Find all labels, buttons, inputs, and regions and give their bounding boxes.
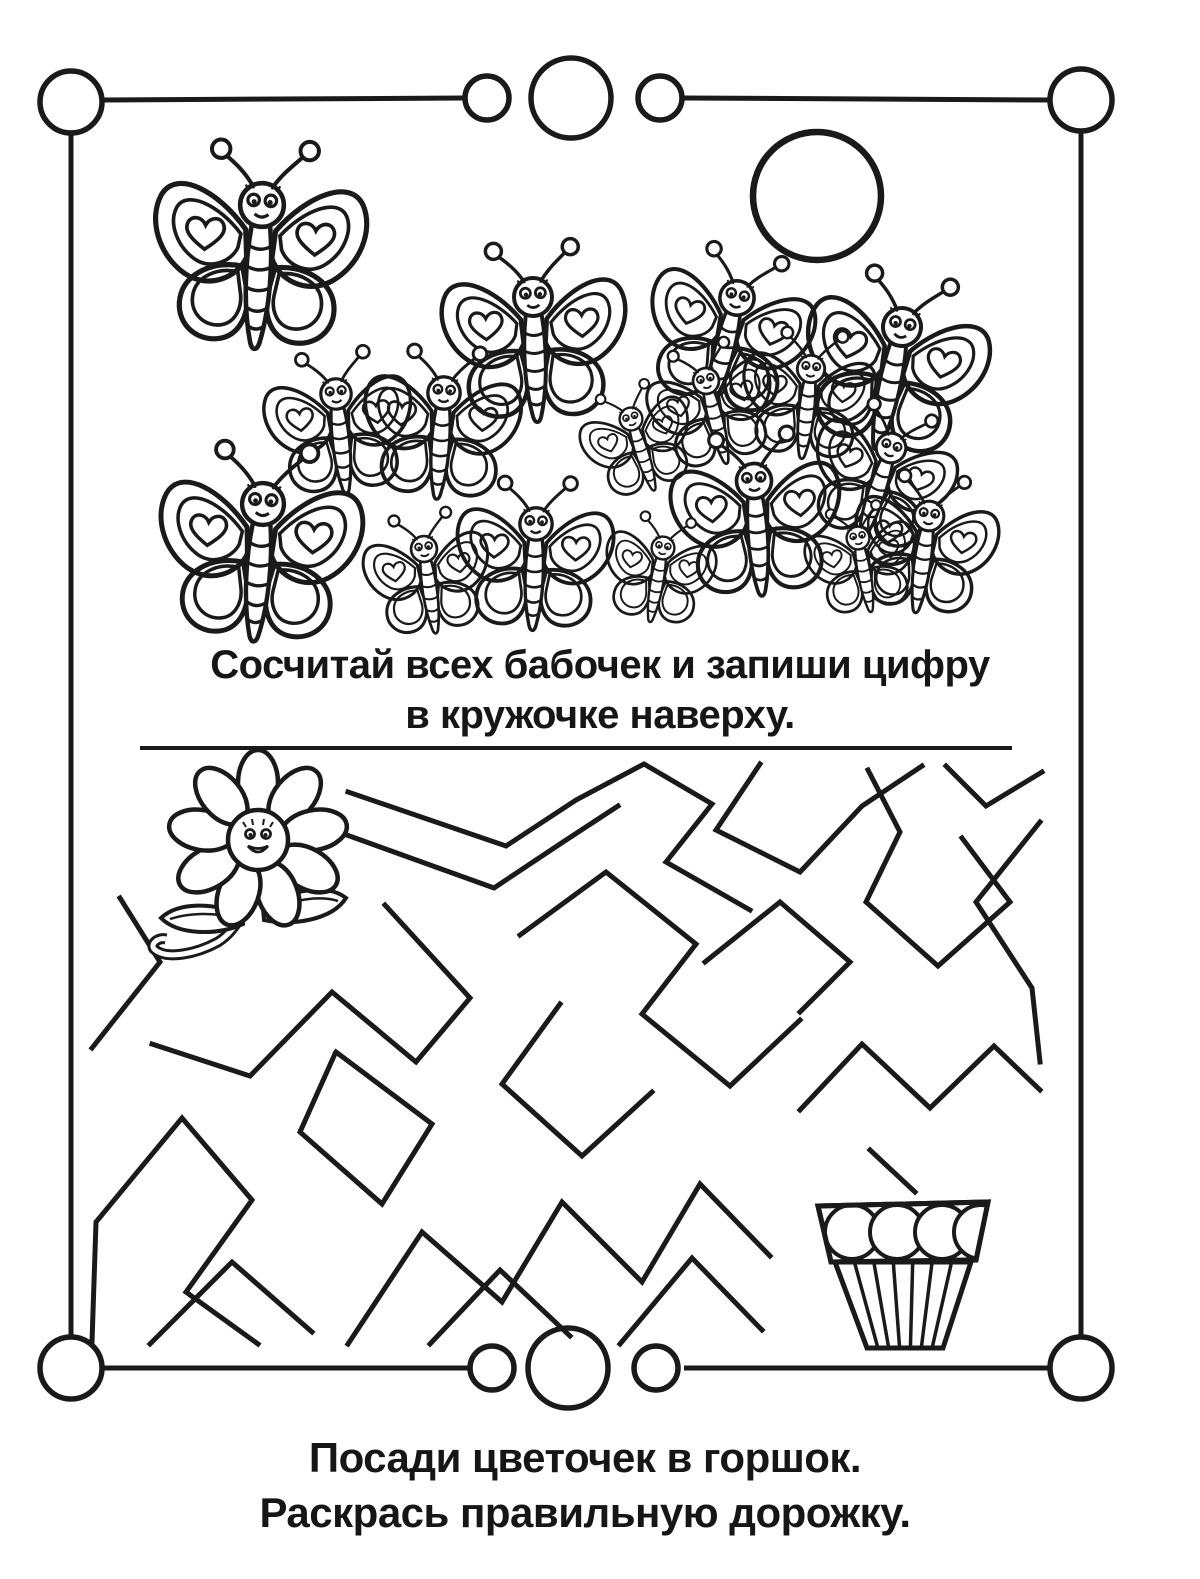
- maze-path[interactable]: [701, 898, 854, 1016]
- maze-path[interactable]: [88, 894, 164, 1052]
- border-circle-ornament: [1047, 66, 1115, 134]
- butterfly-icon: [149, 134, 371, 354]
- border-circle-ornament: [467, 1343, 517, 1393]
- maze-path[interactable]: [516, 868, 804, 1090]
- border-circle-ornament: [462, 73, 512, 123]
- border-circle-ornament: [37, 68, 105, 136]
- border-circle-ornament: [37, 1334, 105, 1402]
- answer-circle-group: [749, 128, 885, 264]
- maze-path[interactable]: [498, 1000, 656, 1160]
- border-circle-ornament: [631, 1343, 681, 1393]
- maze-path[interactable]: [344, 1179, 774, 1348]
- flower-icon: [153, 750, 350, 955]
- maze-path[interactable]: [972, 818, 1044, 1065]
- border-line: [683, 95, 1051, 103]
- maze-path[interactable]: [866, 1146, 919, 1196]
- instruction-line: в кружочке наверху.: [405, 693, 795, 737]
- instruction-count-butterflies: Сосчитай всех бабочек и запиши цифру в к…: [100, 640, 1100, 740]
- maze: [88, 760, 1046, 1348]
- maze-path[interactable]: [862, 766, 1014, 970]
- maze-path[interactable]: [942, 762, 1046, 810]
- instruction-line: Сосчитай всех бабочек и запиши цифру: [210, 643, 990, 687]
- border-circle-ornament: [525, 1325, 611, 1411]
- instruction-line: Раскрась правильную дорожку.: [259, 1489, 911, 1536]
- maze-path[interactable]: [146, 1258, 316, 1348]
- butterfly-icon: [452, 470, 618, 636]
- flower-pot-icon: [818, 1202, 1008, 1348]
- maze-path[interactable]: [340, 802, 622, 891]
- maze-path[interactable]: [616, 1254, 766, 1348]
- instruction-maze: Посади цветочек в горшок. Раскрась прави…: [85, 1430, 1085, 1540]
- border-circle-ornament: [1047, 1334, 1115, 1402]
- maze-path[interactable]: [89, 1114, 262, 1348]
- border-line: [100, 95, 465, 103]
- maze-endpoints: [153, 750, 1008, 1348]
- maze-path[interactable]: [426, 1266, 574, 1348]
- instruction-line: Посади цветочек в горшок.: [308, 1434, 862, 1481]
- butterfly-icon: [594, 503, 725, 633]
- border-circle-ornament: [635, 73, 685, 123]
- maze-path[interactable]: [296, 1048, 436, 1208]
- answer-circle[interactable]: [749, 128, 885, 264]
- maze-path[interactable]: [148, 901, 474, 1079]
- maze-path[interactable]: [796, 1040, 1044, 1114]
- maze-path[interactable]: [344, 761, 754, 914]
- border-circle-ornament: [528, 55, 614, 141]
- decorative-border: [37, 55, 1115, 1411]
